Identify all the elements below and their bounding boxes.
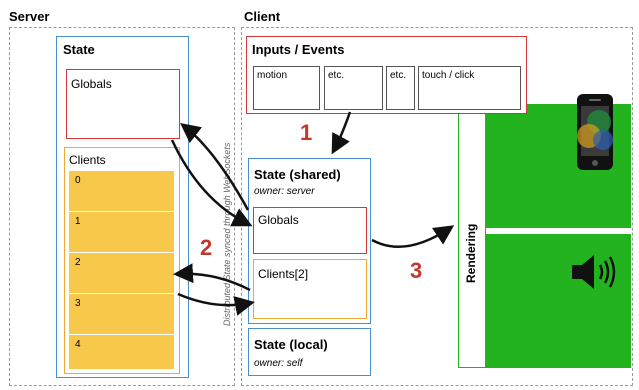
- client-title: Client: [244, 9, 281, 24]
- arrow-slot-to-client: [177, 292, 255, 316]
- step-3: 3: [410, 258, 423, 283]
- client-slot-1: 1: [69, 212, 174, 253]
- server-title: Server: [9, 9, 50, 24]
- client-slot-2: 2: [69, 253, 174, 294]
- arrow-server-globals-to-client: [170, 139, 253, 227]
- event-motion: motion: [253, 66, 320, 110]
- arrow-client-globals-to-server: [180, 122, 250, 211]
- state-local-title: State (local): [254, 337, 328, 352]
- server-globals-box: Globals: [66, 69, 180, 139]
- server-globals-label: Globals: [71, 77, 112, 91]
- server-clients-label: Clients: [69, 153, 106, 167]
- phone-icon: [577, 94, 613, 170]
- client-clients2-box: Clients[2]: [253, 259, 367, 319]
- server-state-title: State: [63, 42, 95, 57]
- event-etc-2: etc.: [386, 66, 415, 110]
- client-clients2-label: Clients[2]: [258, 267, 309, 281]
- event-etc-1: etc.: [324, 66, 383, 110]
- client-slot-3: 3: [69, 294, 174, 335]
- server-panel: [9, 27, 235, 386]
- state-shared-owner: owner: server: [254, 186, 315, 197]
- arrow-state-to-rendering: [371, 225, 455, 248]
- speaker-icon: [572, 255, 616, 289]
- arrow-inputs-to-state: [331, 111, 352, 155]
- state-shared-title: State (shared): [254, 167, 341, 182]
- step-1: 1: [300, 120, 313, 145]
- rendering-audio-panel: [458, 234, 631, 368]
- client-slot-4: 4: [69, 335, 174, 370]
- step-2: 2: [200, 235, 213, 260]
- event-touch-click: touch / click: [418, 66, 521, 110]
- inputs-events-title: Inputs / Events: [252, 42, 345, 57]
- client-globals-label: Globals: [258, 213, 299, 227]
- arrow-client-to-slot: [173, 263, 251, 292]
- state-local-box: State (local) owner: self: [248, 328, 371, 376]
- client-panel: [241, 27, 633, 386]
- client-globals-box: Globals: [253, 207, 367, 254]
- state-local-owner: owner: self: [254, 358, 303, 369]
- rendering-label-strip: [458, 104, 486, 368]
- client-slot-0: 0: [69, 171, 174, 212]
